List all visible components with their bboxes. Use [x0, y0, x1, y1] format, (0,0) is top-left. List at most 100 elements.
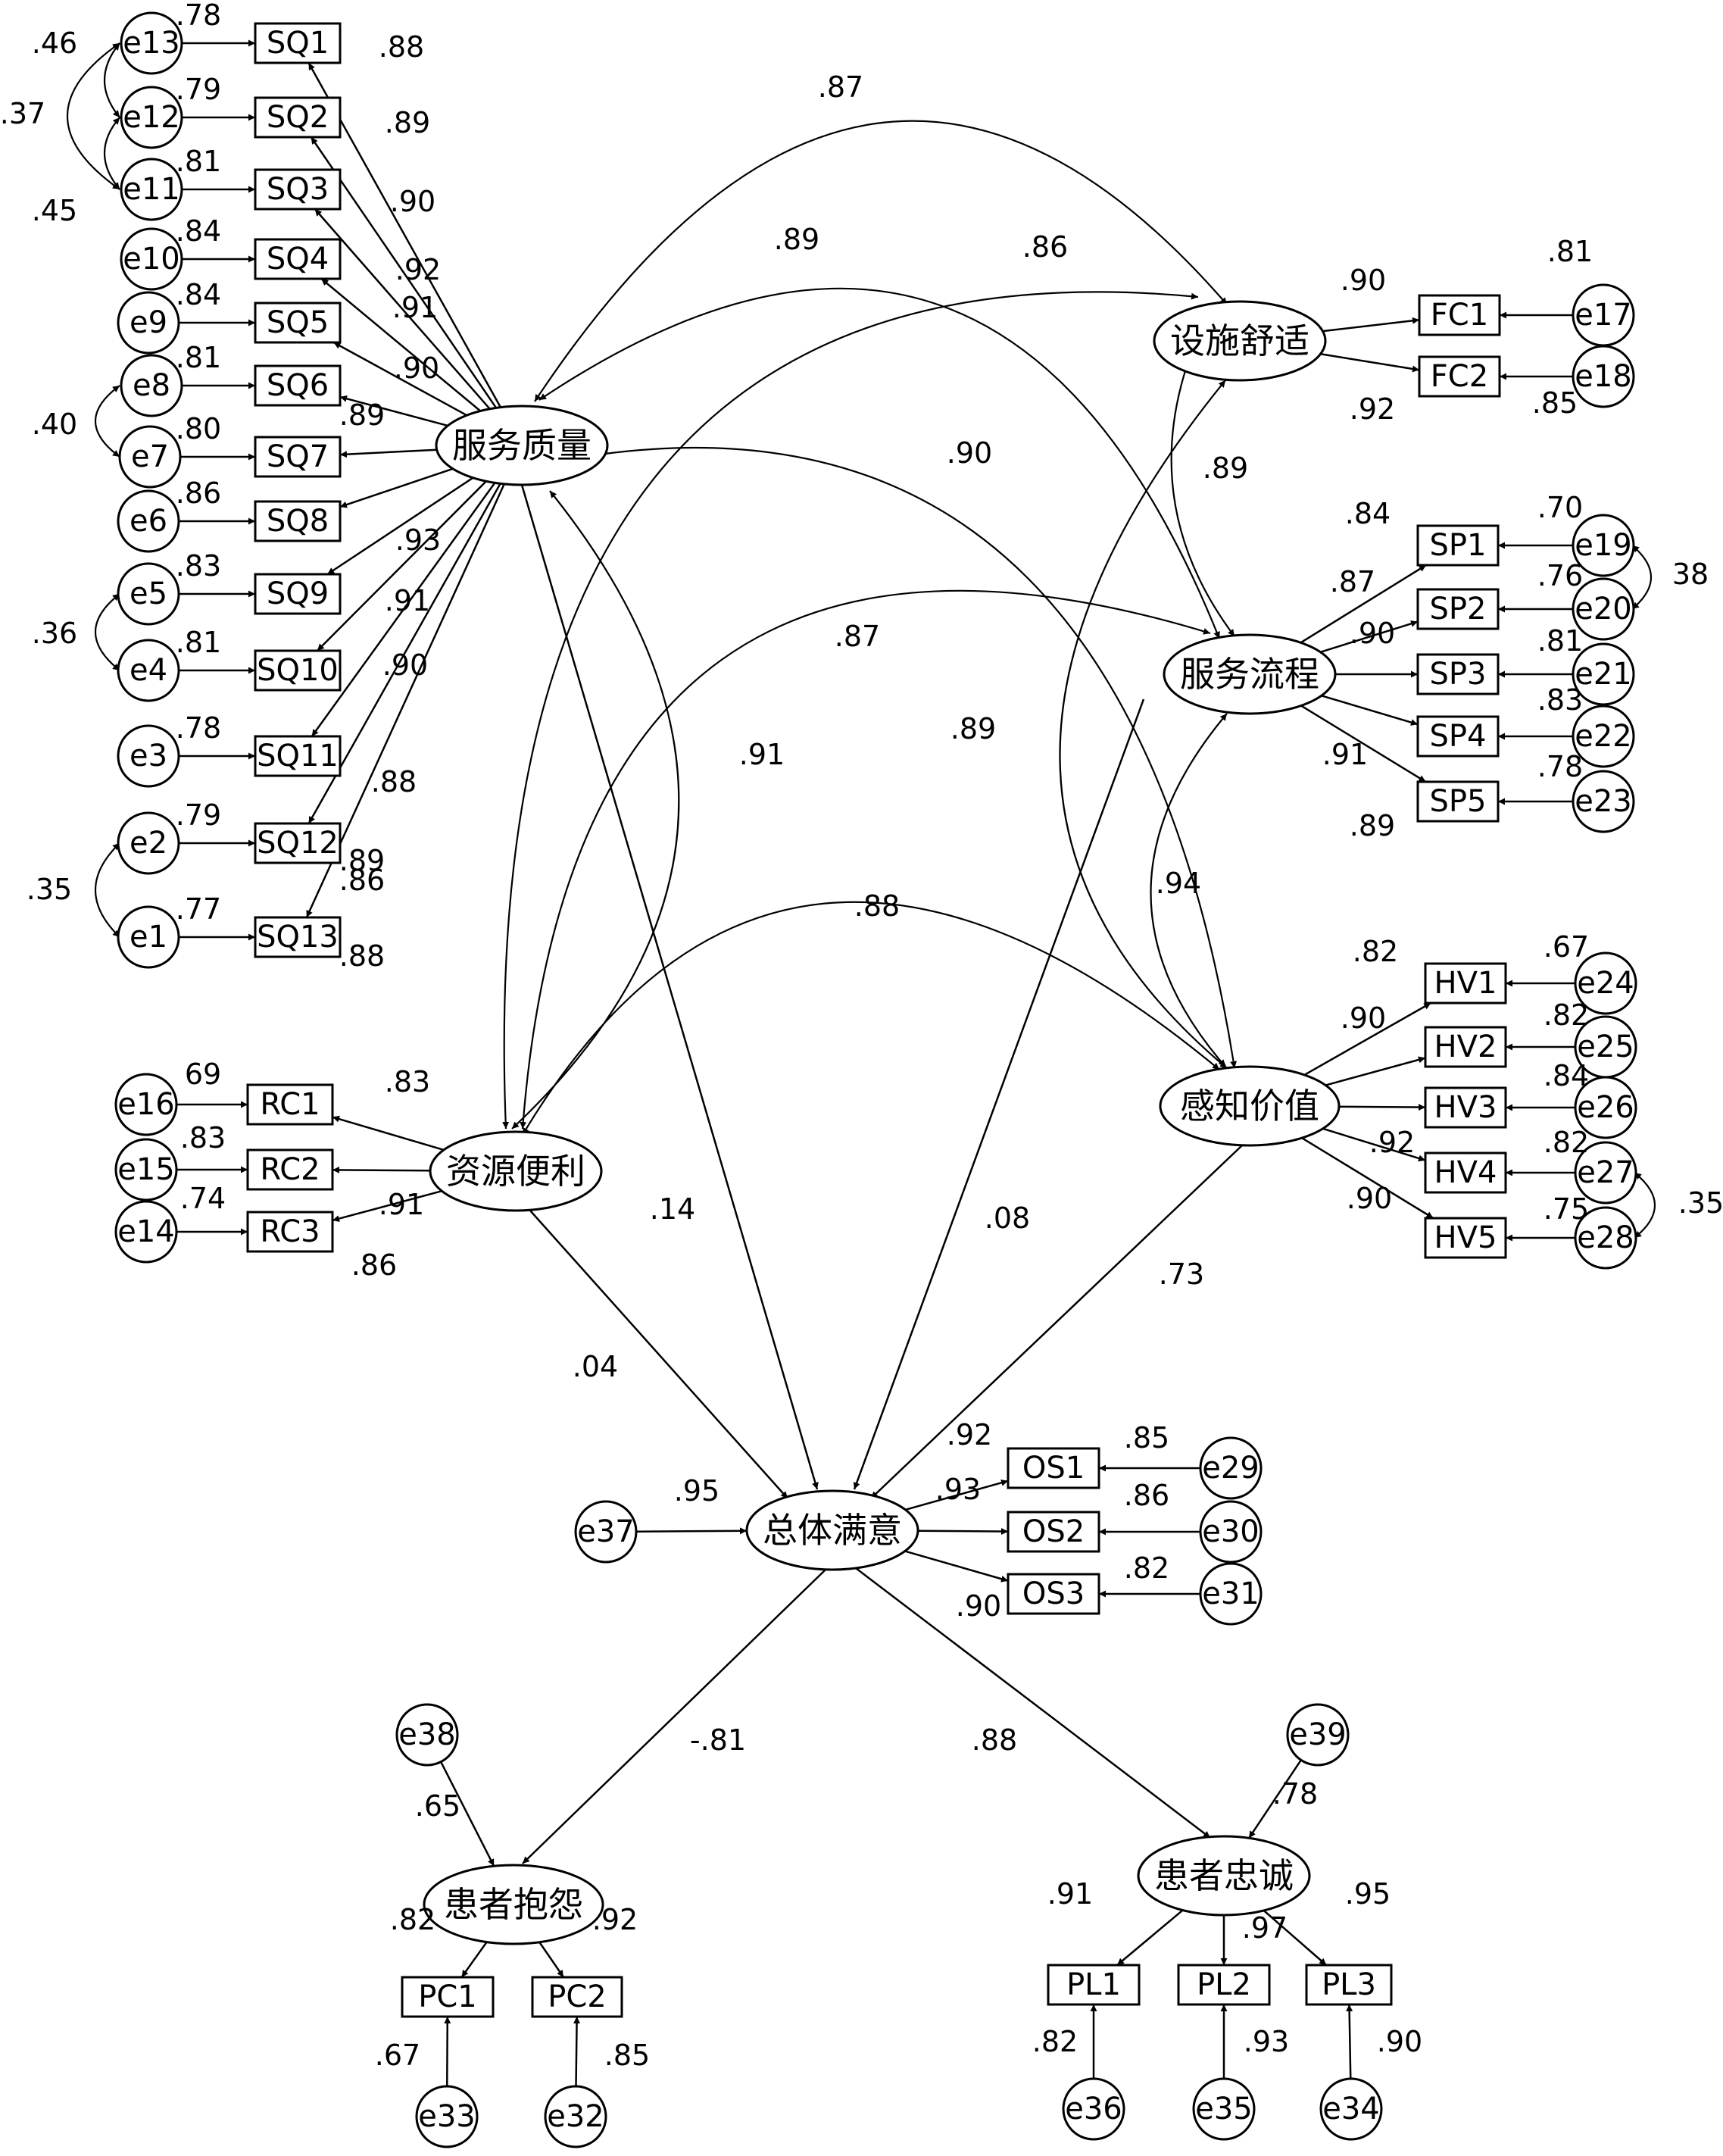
error-label-e11: e11: [123, 172, 180, 207]
structural-coef-0: .14: [650, 1192, 695, 1226]
r2-sq11: .78: [176, 711, 221, 745]
indicator-label-hv3: HV3: [1434, 1090, 1497, 1125]
error-label-e21: e21: [1575, 657, 1632, 692]
error-covariance-1: [67, 42, 120, 190]
factor-correlation-0: [534, 120, 1228, 402]
loading-sp3: .90: [1350, 617, 1395, 650]
indicator-label-hv4: HV4: [1434, 1155, 1497, 1190]
structural-coef-3: .73: [1159, 1258, 1204, 1291]
r2-pl1: .82: [1032, 2025, 1078, 2058]
error-covariance-value-5: .35: [27, 873, 72, 906]
factor-correlation-value-0: .87: [818, 70, 863, 104]
indicator-pl1: [1047, 1964, 1141, 2006]
indicator-label-sp5: SP5: [1430, 784, 1487, 819]
loading-sq10: .91: [385, 584, 430, 617]
indicator-label-os2: OS2: [1022, 1514, 1085, 1549]
indicator-label-sp1: SP1: [1430, 528, 1487, 563]
error-label-e34: e34: [1322, 2092, 1380, 2126]
loading-sq7: .89: [339, 398, 385, 432]
loading-sq12: .88: [371, 765, 417, 798]
error-label-e18: e18: [1575, 359, 1632, 394]
error-label-e35: e35: [1195, 2092, 1253, 2126]
loading-sp1: .84: [1345, 497, 1391, 530]
loading-arrow-sq5: [332, 341, 467, 417]
loading-os3: .90: [956, 1589, 1001, 1623]
indicator-sp1: [1416, 524, 1500, 567]
indicator-label-sq5: SQ5: [267, 305, 329, 340]
indicator-pc2: [531, 1976, 623, 2018]
error-e20: [1572, 577, 1635, 641]
indicator-label-sq11: SQ11: [257, 739, 339, 773]
indicator-hv1: [1424, 962, 1507, 1005]
r2-hv1: .67: [1544, 930, 1589, 964]
indicator-label-os3: OS3: [1022, 1576, 1085, 1611]
indicator-os1: [1007, 1447, 1100, 1489]
latent-label-sq: 服务质量: [452, 425, 592, 466]
indicator-sp2: [1416, 588, 1500, 630]
indicator-sp4: [1416, 715, 1500, 758]
error-label-e4: e4: [130, 653, 167, 688]
factor-correlation-3: [545, 447, 1238, 1069]
loading-arrow-rc3: [332, 1189, 442, 1222]
r2-sp5: .78: [1537, 750, 1583, 783]
error-e35: [1192, 2077, 1256, 2141]
disturbance-label-e38: e38: [398, 1717, 456, 1752]
disturbance-arrow-e38: [440, 1761, 495, 1867]
r2-sq9: .83: [176, 549, 221, 583]
loading-arrow-sq2: [310, 136, 498, 409]
error-e9: [117, 291, 180, 355]
loading-arrow-sp1: [1300, 564, 1427, 644]
disturbance-r2-e39: .78: [1272, 1777, 1318, 1811]
error-covariance-2: [104, 117, 120, 190]
r2-fc2: .85: [1532, 386, 1578, 420]
structural-path-1: [853, 698, 1145, 1490]
loading-pl3: .95: [1345, 1877, 1391, 1911]
loading-arrow-fc1: [1322, 317, 1420, 333]
structural-coef-4: -.81: [690, 1723, 746, 1757]
error-e5: [117, 562, 180, 626]
loading-sq9: .93: [395, 523, 441, 557]
loading-rc3: .86: [351, 1248, 397, 1282]
indicator-sp3: [1416, 653, 1500, 695]
loading-arrow-sq7: [339, 448, 437, 458]
error-e21: [1572, 642, 1635, 706]
indicator-sq9: [254, 573, 342, 615]
r2-sp3: .81: [1537, 624, 1583, 658]
indicator-label-fc1: FC1: [1431, 298, 1488, 333]
error-covariance-7: [1634, 1172, 1656, 1239]
error-label-e23: e23: [1575, 784, 1632, 819]
indicator-sq7: [254, 436, 342, 478]
error-e6: [117, 489, 180, 553]
factor-correlation-1: [538, 287, 1221, 639]
disturbance-e37: [574, 1500, 638, 1564]
r2-sp4: .83: [1537, 683, 1583, 717]
indicator-os2: [1007, 1511, 1100, 1553]
loading-pc2: .92: [592, 1903, 638, 1936]
error-label-e25: e25: [1577, 1030, 1634, 1064]
latent-rc: [429, 1130, 603, 1212]
error-label-e3: e3: [130, 739, 167, 773]
loading-sq3: .90: [390, 185, 435, 218]
error-covariance-value-7: .35: [1678, 1186, 1723, 1220]
factor-correlation-5: [520, 589, 1211, 1130]
loading-pl2: .97: [1242, 1911, 1288, 1945]
loading-arrow-hv1: [1303, 1001, 1431, 1076]
factor-correlation-value-5: .87: [835, 620, 880, 653]
loading-os1: .92: [947, 1418, 992, 1451]
error-label-e9: e9: [130, 305, 167, 340]
error-covariance-4: [94, 593, 120, 671]
error-label-e29: e29: [1202, 1451, 1259, 1486]
error-label-e32: e32: [547, 2099, 604, 2134]
r2-pl3: .90: [1377, 2025, 1422, 2058]
loading-sq1: .88: [379, 30, 424, 64]
factor-correlation-value-1: .89: [774, 223, 819, 256]
indicator-pc1: [401, 1976, 495, 2018]
indicator-sq1: [254, 22, 342, 64]
factor-correlation-value-6: .91: [739, 738, 785, 771]
error-label-e30: e30: [1202, 1514, 1259, 1549]
error-e36: [1062, 2077, 1125, 2141]
latent-pc: [423, 1864, 604, 1945]
error-e2: [117, 811, 180, 875]
loading-arrow-hv3: [1338, 1104, 1426, 1111]
loading-sp2: .87: [1330, 565, 1375, 598]
